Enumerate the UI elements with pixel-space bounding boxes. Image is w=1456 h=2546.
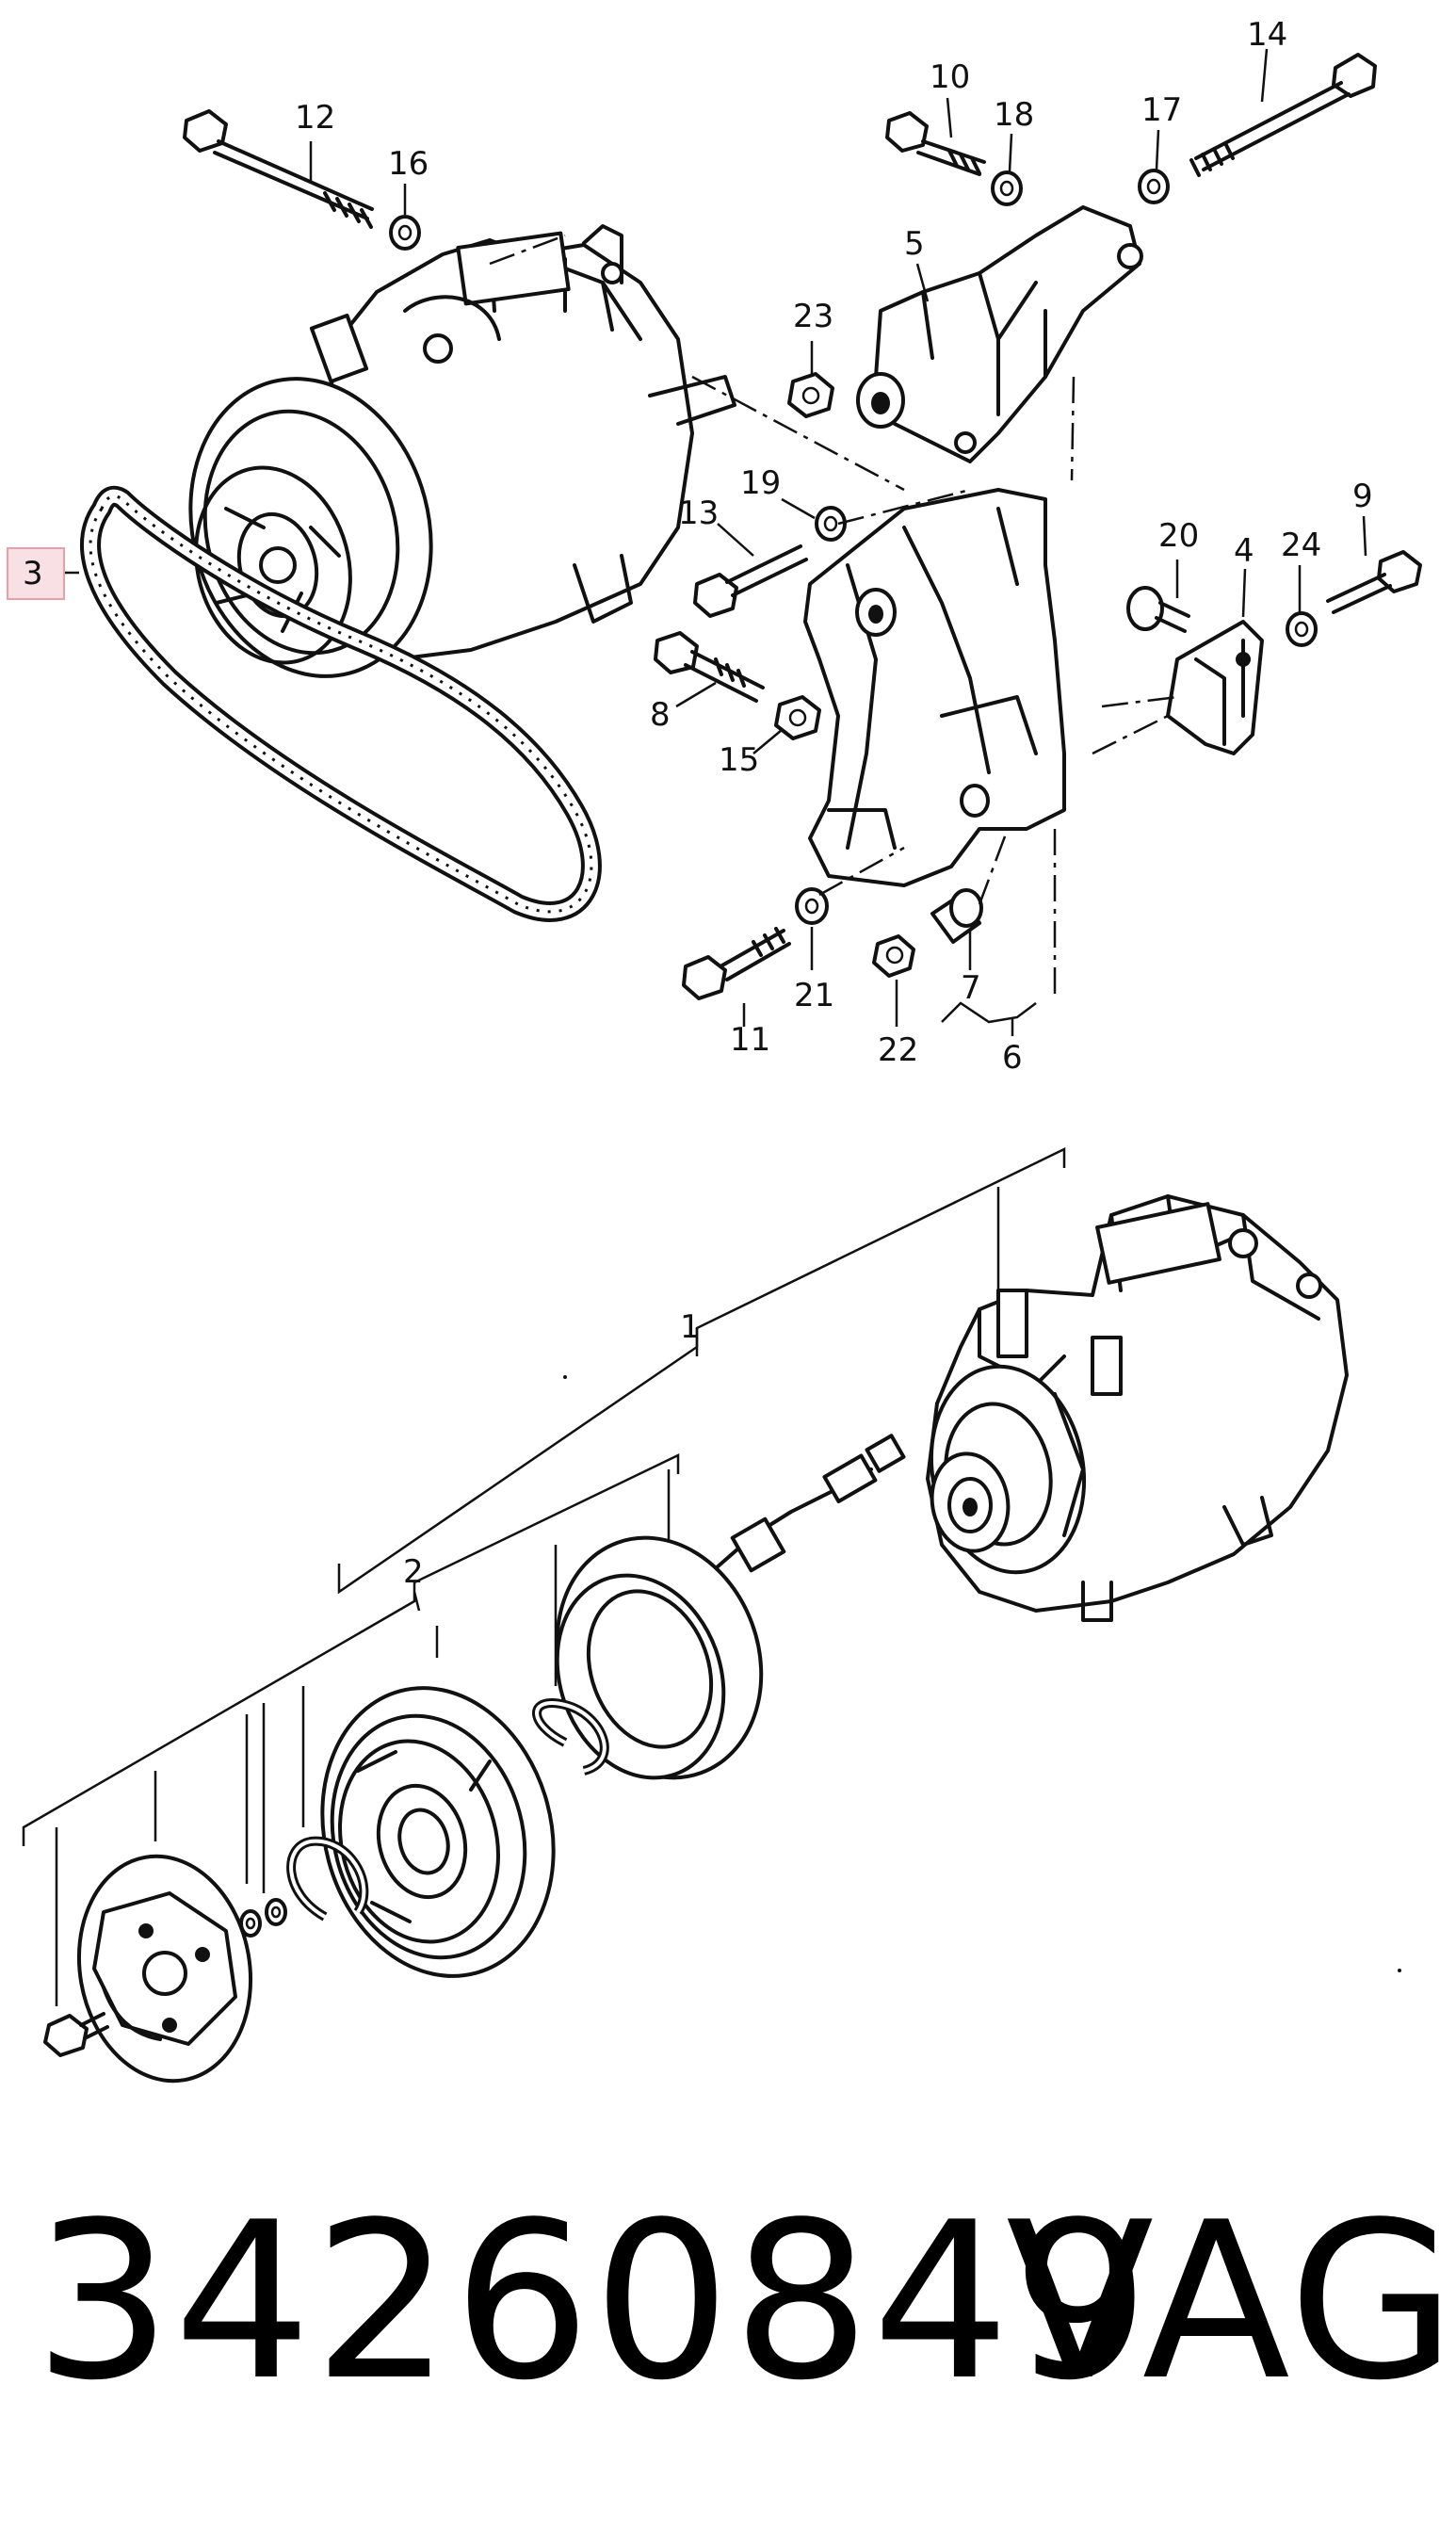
nut-22 [872, 934, 915, 978]
bolt-8 [654, 631, 765, 703]
callout-6: 6 [1002, 1039, 1023, 1077]
circlip [286, 1836, 369, 1922]
callout-15: 15 [719, 741, 759, 779]
bolt-9 [1326, 550, 1422, 614]
callout-17: 17 [1141, 91, 1182, 129]
bracket-6 [803, 488, 1066, 887]
pulley-bottom [320, 1686, 556, 1978]
callout-8: 8 [650, 696, 671, 734]
part-number: 34260849 [34, 2177, 1152, 2428]
callout-5: 5 [904, 225, 925, 263]
snap-ring-middle [532, 1698, 609, 1776]
bolt-front [43, 2012, 109, 2057]
callout-21: 21 [794, 977, 834, 1014]
callout-23: 23 [793, 298, 833, 335]
washer-16 [389, 215, 421, 251]
bolt-12 [183, 109, 374, 229]
callout-3-highlight[interactable]: 3 [7, 547, 65, 600]
washer-18 [991, 170, 1023, 206]
compressor-bottom [926, 1194, 1349, 1622]
bolt-11 [682, 927, 791, 1000]
bolt-14 [1189, 53, 1377, 177]
callout-22: 22 [878, 1031, 918, 1069]
washer-24 [1286, 611, 1318, 647]
bolt-10 [885, 111, 986, 176]
highlight-box [7, 547, 65, 600]
coil-connector [658, 1434, 906, 1603]
bolt-13 [693, 544, 808, 618]
callout-7: 7 [961, 969, 981, 1007]
callout-9: 9 [1352, 478, 1373, 515]
washer-17 [1138, 169, 1170, 204]
callout-4: 4 [1234, 532, 1254, 570]
nut-15 [774, 695, 821, 740]
callout-2: 2 [403, 1553, 424, 1591]
callout-11: 11 [730, 1021, 770, 1059]
callout-12: 12 [295, 99, 335, 137]
washer-21 [795, 887, 829, 925]
callout-13: 13 [678, 495, 719, 532]
callout-labels: 12 16 10 18 17 14 5 23 19 13 8 15 20 4 2… [295, 16, 1373, 1591]
callout-19: 19 [740, 464, 781, 502]
callout-10: 10 [930, 58, 970, 96]
bracket-4 [1166, 620, 1264, 755]
callout-14: 14 [1247, 16, 1287, 54]
bolt-20 [1126, 586, 1190, 633]
nut-23 [787, 372, 834, 418]
callout-1: 1 [680, 1308, 701, 1346]
bracket-5 [856, 205, 1143, 463]
callout-16: 16 [388, 145, 429, 183]
bushing-7 [930, 888, 983, 944]
compressor-top [188, 224, 736, 678]
callout-18: 18 [994, 96, 1034, 134]
callout-3: 3 [23, 555, 43, 592]
callout-20: 20 [1158, 517, 1199, 555]
group-brackets [22, 1147, 1066, 2006]
brand-name: VAG [1006, 2177, 1456, 2428]
shim-2 [265, 1898, 287, 1926]
v-belt-3 [80, 485, 602, 922]
pressure-plate [76, 1854, 253, 2084]
washer-19 [815, 506, 847, 542]
callout-24: 24 [1281, 527, 1321, 564]
